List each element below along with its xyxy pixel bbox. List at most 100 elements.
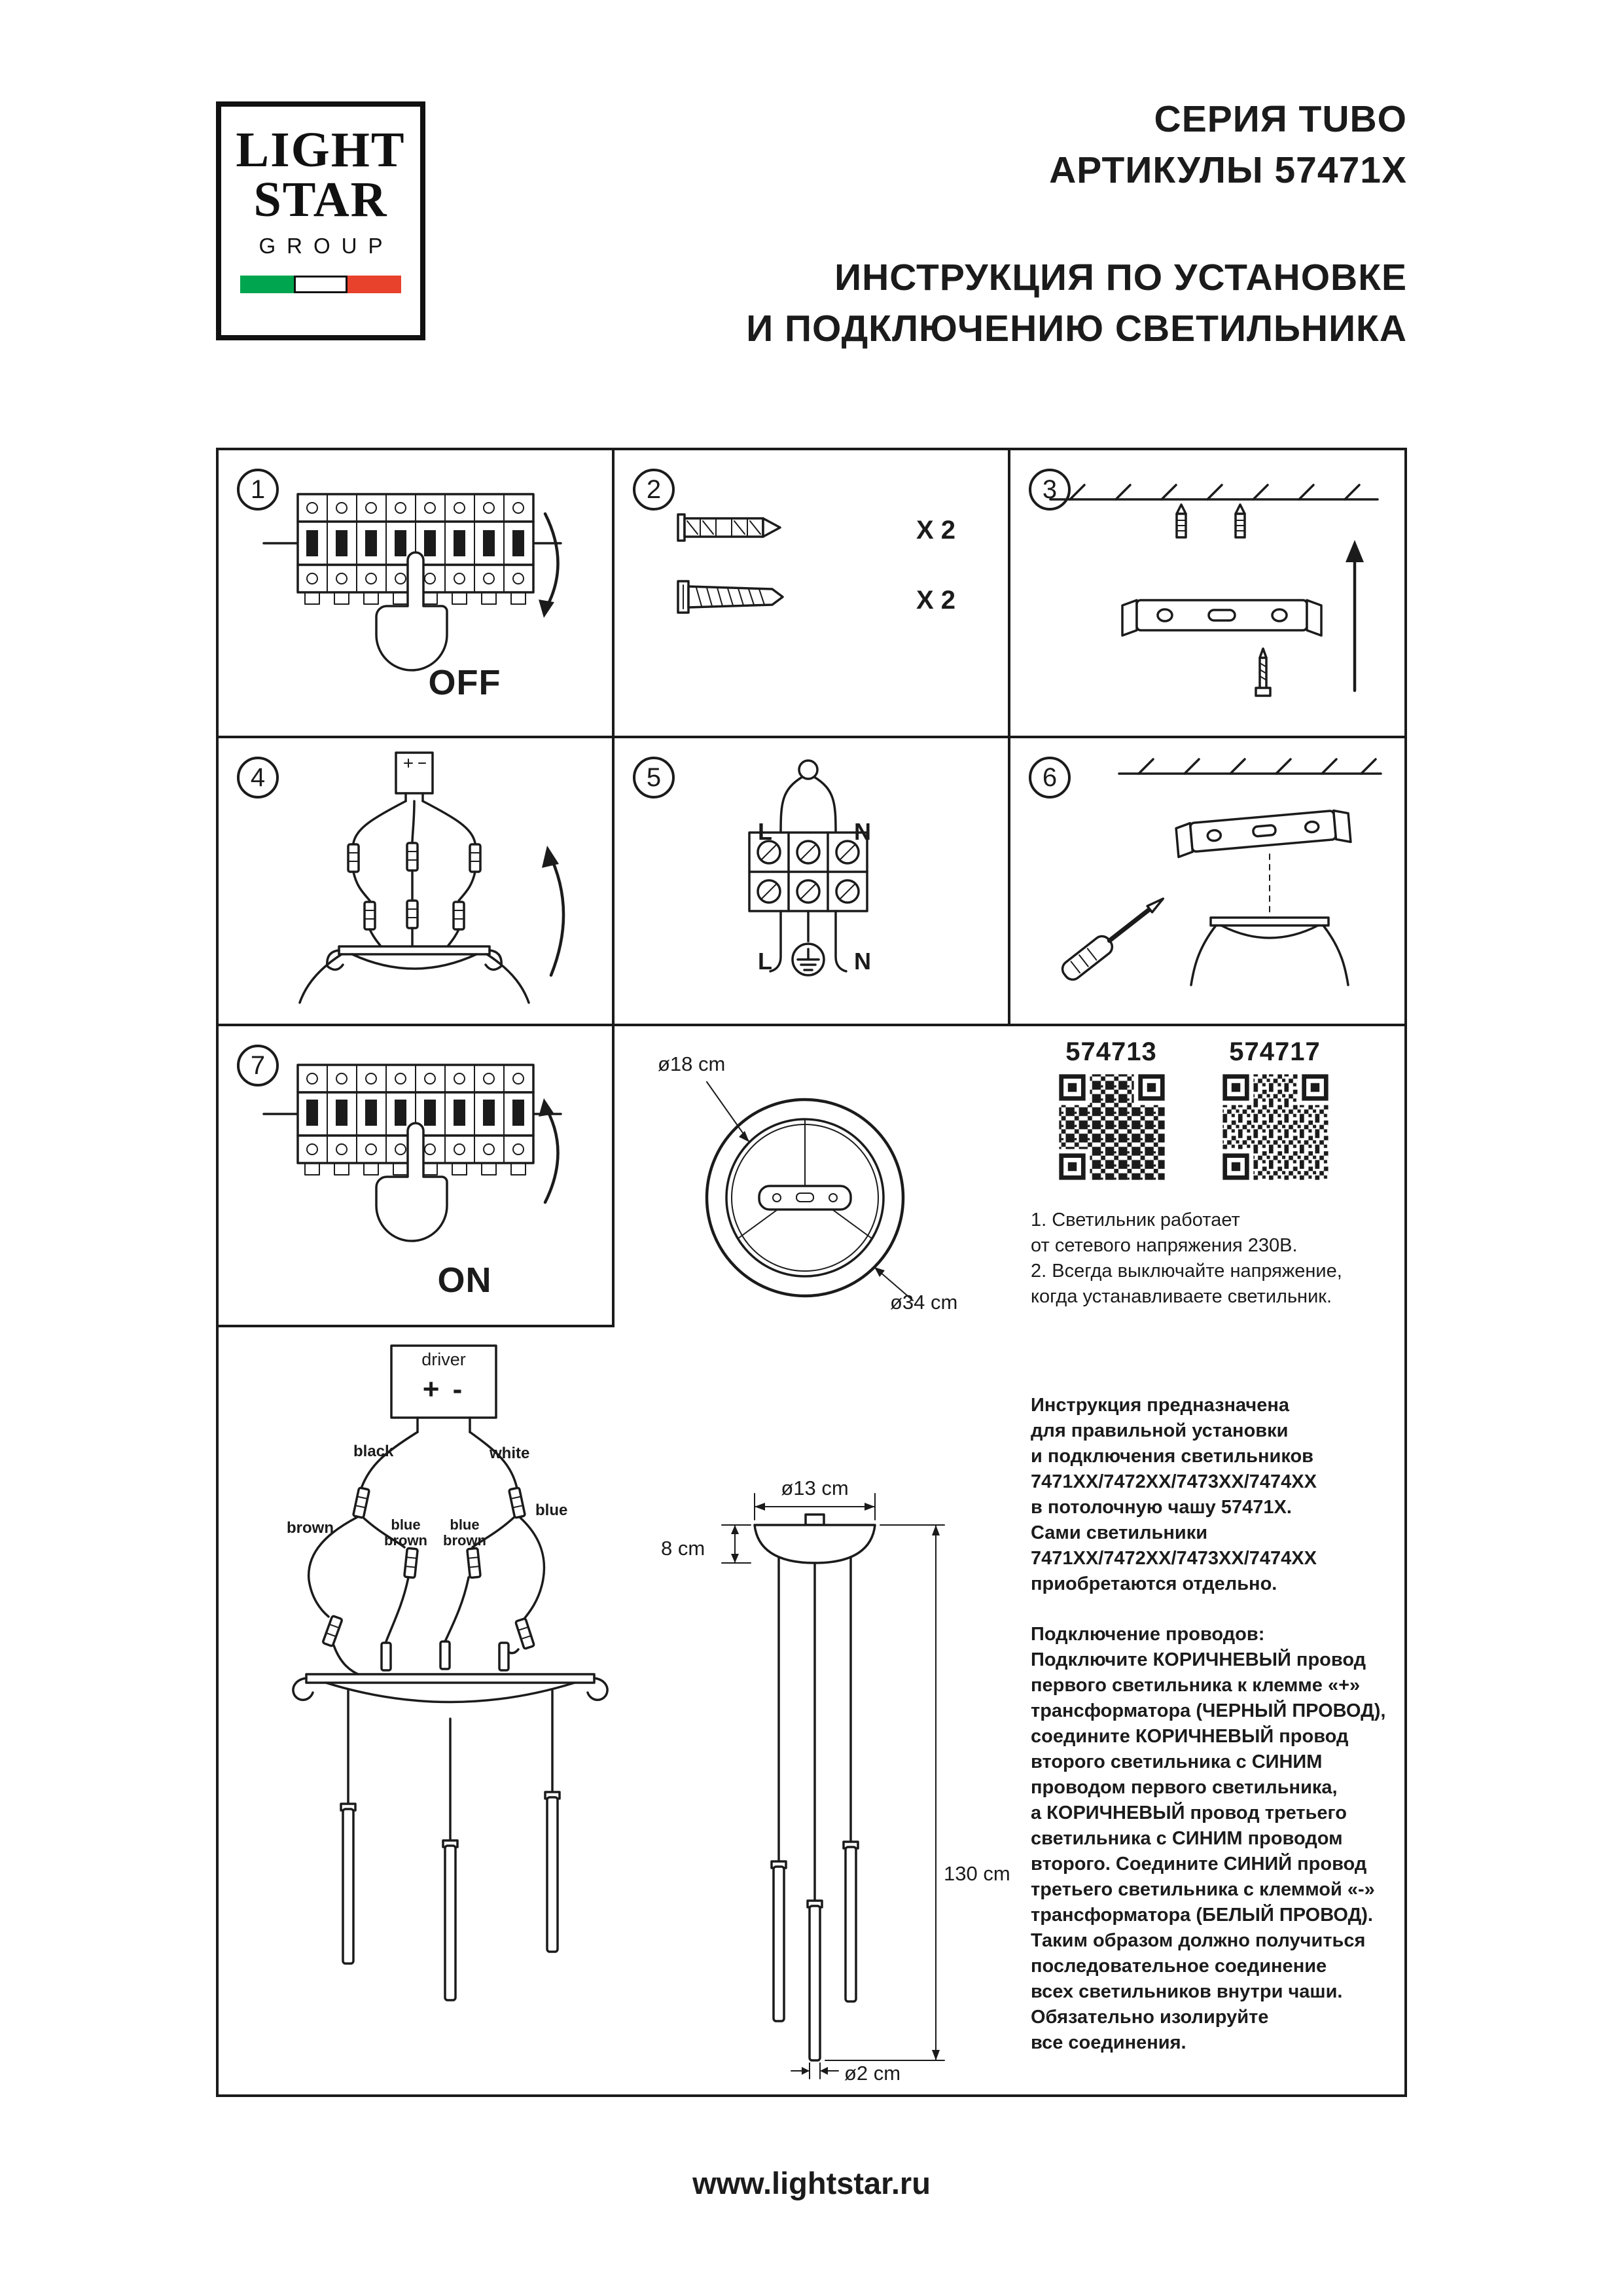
pendant-tubes <box>340 1689 561 2001</box>
step-3-number: 3 <box>1029 469 1071 511</box>
hanging-wires <box>347 800 482 948</box>
instruction-title-line2: И ПОДКЛЮЧЕНИЮ СВЕТИЛЬНИКА <box>746 308 1407 350</box>
qr-finder-patterns <box>1057 1072 1167 1182</box>
breaker-off-drawing <box>262 493 562 672</box>
terminal-label-bottom-l: L <box>758 948 772 975</box>
step-7-digit: 7 <box>250 1050 266 1080</box>
inner-diameter-leader <box>706 1081 750 1143</box>
screwdriver-icon <box>1061 897 1165 981</box>
step-6-number: 6 <box>1029 757 1071 798</box>
outer-diameter-leader <box>874 1266 914 1301</box>
terminal-label-top-l: L <box>758 818 772 845</box>
outer-diameter-label: ø34 cm <box>890 1291 958 1314</box>
pendant-tubes <box>770 1556 859 2062</box>
terminal-block-icon <box>748 759 868 973</box>
up-arrow-icon <box>1346 540 1364 692</box>
canopy-plate-icon <box>292 1673 609 1704</box>
step-7-number: 7 <box>237 1045 279 1086</box>
content-frame <box>216 448 1407 2097</box>
terminal-block-drawing <box>748 759 868 977</box>
step-3-digit: 3 <box>1042 475 1058 504</box>
wire-label-pair-1: blue brown <box>384 1516 427 1549</box>
drop-height-label: 130 cm <box>944 1862 1010 1885</box>
cup-height-label: 8 cm <box>661 1537 705 1560</box>
step-2-digit: 2 <box>646 475 662 504</box>
qr-finder-patterns <box>1221 1072 1330 1182</box>
website-url: www.lightstar.ru <box>692 2166 931 2200</box>
wire-label-black: black <box>353 1443 394 1460</box>
step-1-digit: 1 <box>250 475 266 504</box>
screw-quantity: X 2 <box>916 586 956 615</box>
italian-flag-icon <box>221 276 420 293</box>
logo-word-light: LIGHT <box>236 122 406 177</box>
canopy-circles <box>705 1098 905 1298</box>
mounting-bracket-icon <box>1175 809 1352 859</box>
wire-label-blue: blue <box>535 1501 568 1519</box>
qr-code-574713 <box>1057 1072 1167 1182</box>
screw-below-icon <box>1255 647 1272 697</box>
terminal-label-top-n: N <box>854 818 871 845</box>
grid-divider-v1 <box>612 448 615 1325</box>
grid-divider-h2 <box>216 1024 1407 1026</box>
top-diameter-label: ø13 cm <box>781 1477 849 1499</box>
drop-height-dimension <box>825 1524 945 2061</box>
lightstar-logo: LIGHT STAR GROUP <box>216 101 425 340</box>
pointing-hand-icon <box>375 1122 448 1242</box>
power-note: 1. Светильник работает от сетевого напря… <box>1031 1210 1342 1307</box>
terminal-label-bottom-n: N <box>854 948 871 975</box>
qr-code-574717 <box>1221 1072 1330 1182</box>
wire-label-white: white <box>490 1444 530 1462</box>
canopy-plate-icon <box>1190 853 1349 986</box>
driver-label: driver <box>421 1350 466 1369</box>
cup-height-dimension <box>721 1524 751 1564</box>
grid-divider-h3 <box>216 1325 615 1327</box>
qr-left-article: 574713 <box>1065 1037 1157 1066</box>
articles-title: АРТИКУЛЫ 57471X <box>1049 149 1407 191</box>
ceiling-hatch-icon <box>1049 484 1379 501</box>
step-6-digit: 6 <box>1042 762 1058 792</box>
step-5-number: 5 <box>633 757 675 798</box>
driver-polarity-label: + - <box>422 1373 465 1405</box>
ceiling-hatch-icon <box>1118 758 1382 775</box>
crimp-connectors <box>322 1486 535 1672</box>
step-5-digit: 5 <box>646 762 662 792</box>
wiring-paragraph: Подключение проводов: Подключите КОРИЧНЕ… <box>1031 1624 1386 2053</box>
fasteners-drawing <box>677 513 784 614</box>
rotate-arrow-icon <box>542 846 565 977</box>
qr-right-article: 574717 <box>1229 1037 1321 1066</box>
driver-box-icon <box>390 1344 497 1433</box>
grid-divider-h1 <box>216 736 1407 738</box>
dowel-icon <box>677 513 781 542</box>
canopy-top-view-drawing <box>705 1081 914 1301</box>
top-width-dimension <box>754 1493 876 1520</box>
anchor-right-icon <box>1234 503 1246 539</box>
tube-diameter-label: ø2 cm <box>844 2062 901 2085</box>
step-4-digit: 4 <box>250 762 266 792</box>
anchor-left-icon <box>1175 503 1187 539</box>
screw-icon <box>677 580 784 614</box>
step-4-number: 4 <box>237 757 279 798</box>
ceiling-mount-drawing <box>1049 484 1379 697</box>
on-label: ON <box>437 1261 492 1300</box>
canopy-plate-icon <box>298 945 530 1004</box>
instruction-title-line1: ИНСТРУКЦИЯ ПО УСТАНОВКЕ <box>834 257 1407 298</box>
pendant-dimensions-drawing <box>721 1493 945 2079</box>
step-2-number: 2 <box>633 469 675 511</box>
wire-label-pair-2: blue brown <box>443 1516 486 1549</box>
driver-wiring-drawing <box>292 1344 609 2001</box>
series-title: СЕРИЯ TUBO <box>1154 98 1407 140</box>
logo-word-star: STAR <box>253 172 388 227</box>
purpose-paragraph: Инструкция предназначена для правильной … <box>1031 1395 1317 1594</box>
driver-wires <box>307 1431 546 1677</box>
step-1-number: 1 <box>237 469 279 511</box>
supply-box-icon <box>395 751 434 802</box>
switch-off-arrow-icon <box>539 512 560 618</box>
wire-label-brown: brown <box>287 1519 334 1537</box>
breaker-on-drawing <box>262 1064 562 1242</box>
pointing-hand-icon <box>375 551 448 672</box>
bracket-fix-drawing <box>1061 758 1382 986</box>
wire-hookup-drawing <box>298 751 565 1004</box>
ground-symbol-icon <box>791 910 825 977</box>
logo-word-group: GROUP <box>259 234 394 258</box>
